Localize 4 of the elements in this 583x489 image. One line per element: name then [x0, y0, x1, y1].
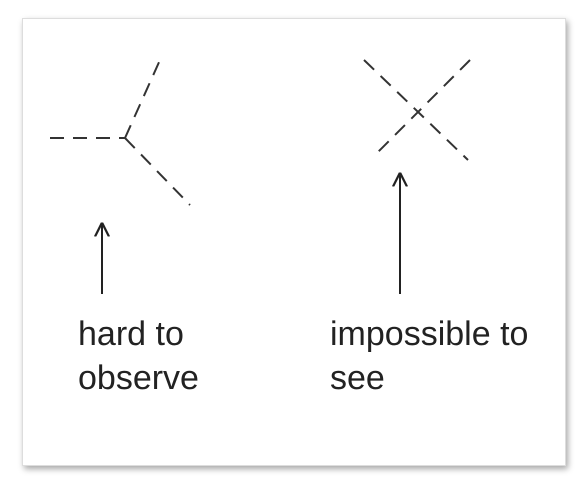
arrow — [392, 171, 408, 294]
handwritten-note: impossible to see — [330, 312, 530, 402]
handwritten-note: hard to observe — [78, 312, 268, 402]
arrow — [94, 221, 110, 294]
